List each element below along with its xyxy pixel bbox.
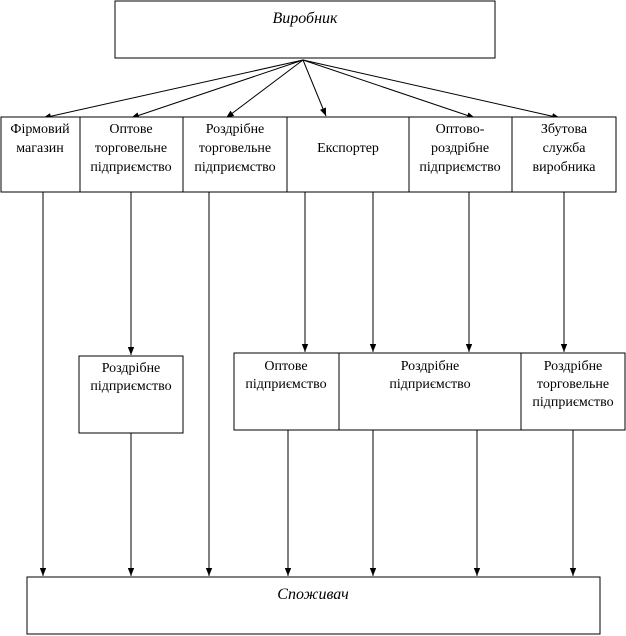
retail-trade-label-line-3: підприємство (194, 160, 275, 175)
mid-retail-trade-label-line-3: підприємство (532, 395, 613, 410)
producer-label: Виробник (272, 10, 338, 27)
firm-store-label-line-2: магазин (16, 141, 64, 156)
wholesale-retail-box: Оптово- роздрібне підприємство (408, 116, 513, 193)
retail-trade-label-line-1: Роздрібне (206, 122, 265, 137)
middle-row: Роздрібне підприємство Оптове підприємст… (78, 352, 626, 434)
wholesale-trade-box: Оптове торговельне підприємство (79, 116, 184, 193)
wholesale-trade-label-line-1: Оптове (109, 122, 152, 137)
producer-arrows (42, 59, 561, 120)
top-to-mid-arrows (127, 192, 568, 355)
mid-retail-label-line-2: підприємство (90, 379, 171, 394)
mid-retail-wide-box: Роздрібне підприємство (338, 352, 522, 431)
wholesale-trade-label-line-3: підприємство (90, 160, 171, 175)
firm-store-box: Фірмовий магазин (0, 116, 81, 193)
arrow-producer-retail (225, 59, 304, 119)
wholesale-retail-label-line-2: роздрібне (431, 141, 489, 156)
retail-trade-label-line-2: торговельне (199, 141, 271, 156)
arrow-producer-wholesale-retail (302, 59, 476, 119)
mid-retail-trade-box: Роздрібне торговельне підприємство (520, 352, 626, 431)
retail-trade-box: Роздрібне торговельне підприємство (182, 116, 288, 193)
wholesale-retail-label-line-1: Оптово- (436, 122, 485, 137)
wholesale-retail-label-line-3: підприємство (419, 160, 500, 175)
consumer-box: Споживач (26, 576, 601, 635)
sales-service-label-line-1: Збутова (541, 122, 588, 137)
to-consumer-arrows (39, 192, 577, 576)
sales-service-box: Збутова служба виробника (511, 116, 617, 193)
arrow-producer-sales-service (302, 59, 561, 120)
sales-service-label-line-3: виробника (532, 160, 596, 175)
producer-box: Виробник (114, 0, 496, 59)
firm-store-label-line-1: Фірмовий (10, 122, 70, 137)
mid-wholesale-box: Оптове підприємство (233, 352, 340, 431)
arrow-producer-exporter (302, 59, 327, 117)
mid-retail-trade-label-line-2: торговельне (537, 377, 609, 392)
mid-wholesale-label-line-1: Оптове (264, 359, 307, 374)
arrow-producer-wholesale (130, 59, 304, 119)
sales-service-label-line-2: служба (543, 141, 587, 156)
mid-retail-label-line-1: Роздрібне (102, 361, 161, 376)
arrow-producer-firm-store (42, 59, 304, 120)
mid-retail-wide-label-line-1: Роздрібне (401, 359, 460, 374)
mid-wholesale-label-line-2: підприємство (245, 377, 326, 392)
consumer-label: Споживач (277, 586, 349, 603)
wholesale-trade-label-line-2: торговельне (95, 141, 167, 156)
mid-retail-trade-label-line-1: Роздрібне (544, 359, 603, 374)
mid-retail-box: Роздрібне підприємство (78, 355, 184, 434)
mid-retail-wide-label-line-2: підприємство (389, 377, 470, 392)
top-row: Фірмовий магазин Оптове торговельне підп… (0, 116, 617, 193)
exporter-box: Експортер (286, 116, 410, 193)
exporter-label: Експортер (317, 141, 379, 156)
